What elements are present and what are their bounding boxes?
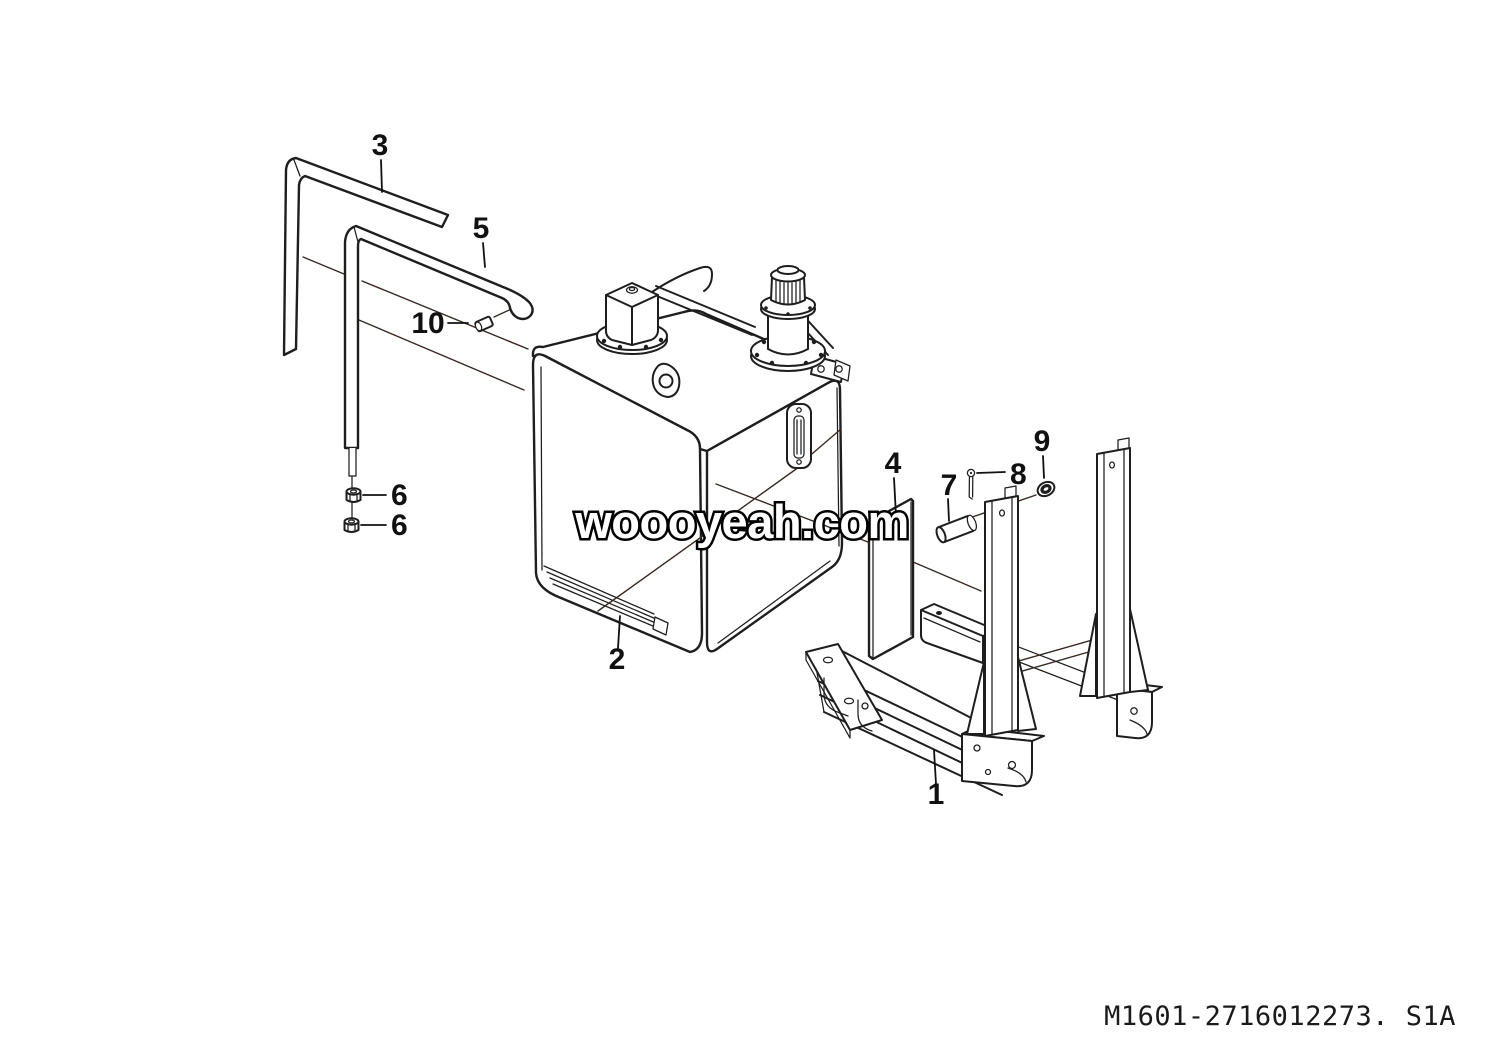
filler-cap: [770, 265, 806, 306]
callout-8-label: 8: [1010, 458, 1027, 491]
callout-2: 2: [609, 615, 626, 676]
assembly-lines-left: [302, 256, 529, 391]
side-plate: [867, 497, 915, 661]
callout-7: 7: [941, 469, 958, 522]
left-foot-bracket: [805, 643, 883, 739]
valve-box: [605, 282, 659, 346]
callout-5: 5: [473, 212, 490, 268]
callout-6-upper-label: 6: [391, 479, 408, 512]
callout-6-lower: 6: [360, 509, 408, 542]
upright-post-front: [966, 485, 1037, 737]
callout-9: 9: [1034, 425, 1051, 479]
callout-2-label: 2: [609, 643, 626, 676]
hydraulic-tank: [531, 265, 869, 654]
callout-4: 4: [885, 447, 902, 517]
mounting-strap-long: [282, 156, 450, 357]
mounting-frame: [805, 437, 1163, 796]
callout-6-lower-label: 6: [391, 509, 408, 542]
nut-lower: [343, 517, 360, 533]
cotter-pin: [966, 468, 976, 500]
nut-upper: [345, 487, 362, 503]
callout-3-label: 3: [372, 129, 389, 162]
callouts: 1 2 3 4 5 6 6 7: [360, 129, 1051, 811]
drawing-number: M1601-2716012273. S1A: [1104, 1001, 1456, 1032]
mounting-strap-hook: [343, 224, 534, 519]
callout-7-label: 7: [941, 469, 958, 502]
callout-9-label: 9: [1034, 425, 1051, 458]
callout-1: 1: [928, 749, 945, 811]
clevis-pin: [935, 514, 978, 544]
sight-gauge: [786, 403, 812, 469]
watermark-text: woooyeah.com: [574, 495, 909, 548]
right-corner-bracket: [1116, 682, 1163, 740]
callout-4-label: 4: [885, 447, 902, 480]
lifting-eye: [651, 362, 681, 398]
bushing-pin: [474, 315, 494, 333]
callout-10: 10: [411, 307, 469, 340]
callout-5-label: 5: [473, 212, 490, 245]
upright-post-rear: [1079, 437, 1149, 699]
callout-6-upper: 6: [362, 479, 408, 512]
callout-1-label: 1: [928, 778, 945, 811]
callout-3: 3: [372, 129, 389, 193]
callout-8: 8: [976, 458, 1027, 491]
washer: [1036, 480, 1056, 498]
callout-10-label: 10: [411, 307, 444, 340]
front-corner-bracket: [961, 727, 1045, 788]
